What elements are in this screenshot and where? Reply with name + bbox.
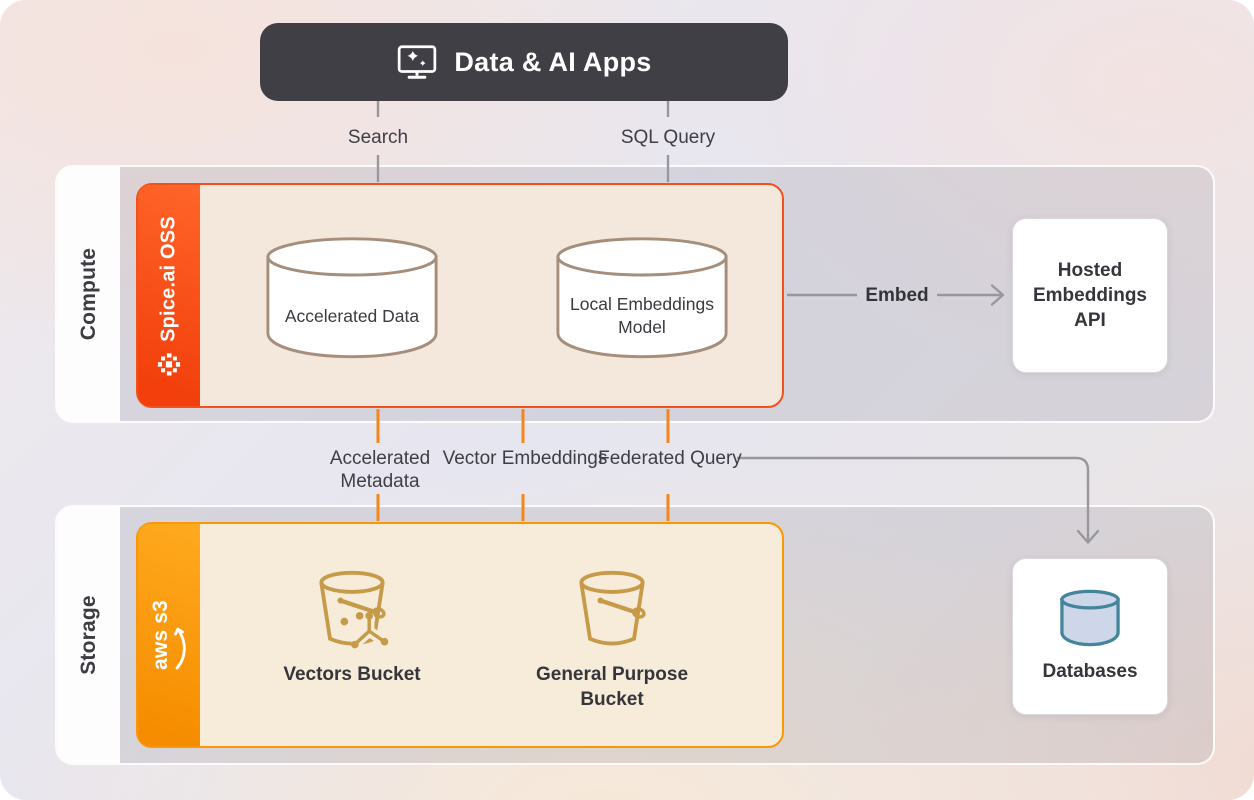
vectors-bucket-label: Vectors Bucket: [283, 664, 421, 685]
aws-s3-label: aws s3: [149, 599, 172, 671]
databases-node: Databases: [1012, 558, 1168, 715]
amazon-smile-icon: [174, 626, 188, 670]
accelerated-data-label: Accelerated Data: [284, 305, 420, 326]
spice-ai-oss-label: Spice.ai OSS: [157, 215, 180, 342]
compute-section-label: Compute: [76, 247, 100, 341]
data-ai-apps-node: Data & AI Apps: [260, 23, 788, 101]
spice-ai-logo-icon: [157, 352, 181, 375]
data-ai-apps-title: Data & AI Apps: [454, 46, 652, 77]
general-purpose-bucket-label: General Purpose Bucket: [535, 664, 689, 710]
hosted-embeddings-api-label: Hosted Embeddings API: [1032, 259, 1147, 332]
general-purpose-bucket-node: General Purpose Bucket: [527, 566, 697, 712]
spice-ai-oss-box: Spice.ai OSS Accelerated Data Local Embe…: [136, 183, 784, 408]
local-embeddings-model-label: Local Embeddings Model: [570, 294, 714, 337]
aws-s3-box: aws s3: [136, 522, 784, 748]
storage-label-column: Storage: [57, 507, 120, 763]
databases-cylinder-icon: [1055, 588, 1125, 648]
local-embeddings-model-node: Local Embeddings Model: [554, 234, 730, 362]
s3-vectors-bucket-icon: [308, 566, 396, 658]
vectors-bucket-node: Vectors Bucket: [267, 566, 437, 688]
vector-embeddings-flow-label: Vector Embeddings: [442, 448, 608, 469]
databases-label: Databases: [1042, 661, 1138, 683]
search-flow-label: Search: [347, 127, 409, 148]
hosted-embeddings-api-node: Hosted Embeddings API: [1012, 218, 1168, 373]
s3-bucket-icon: [568, 566, 656, 658]
accelerated-data-node: Accelerated Data: [264, 234, 440, 362]
sql-query-flow-label: SQL Query: [620, 127, 716, 148]
aws-s3-strip: aws s3: [138, 524, 200, 746]
accelerated-metadata-flow-label: Accelerated Metadata: [329, 448, 431, 493]
monitor-sparkle-icon: [396, 44, 438, 80]
database-cylinder-icon: [266, 237, 438, 359]
spice-ai-oss-strip: Spice.ai OSS: [138, 185, 200, 406]
compute-label-column: Compute: [57, 167, 120, 421]
storage-section-label: Storage: [76, 595, 100, 675]
federated-query-flow-label: Federated Query: [598, 448, 742, 469]
database-cylinder-icon: [556, 237, 728, 359]
